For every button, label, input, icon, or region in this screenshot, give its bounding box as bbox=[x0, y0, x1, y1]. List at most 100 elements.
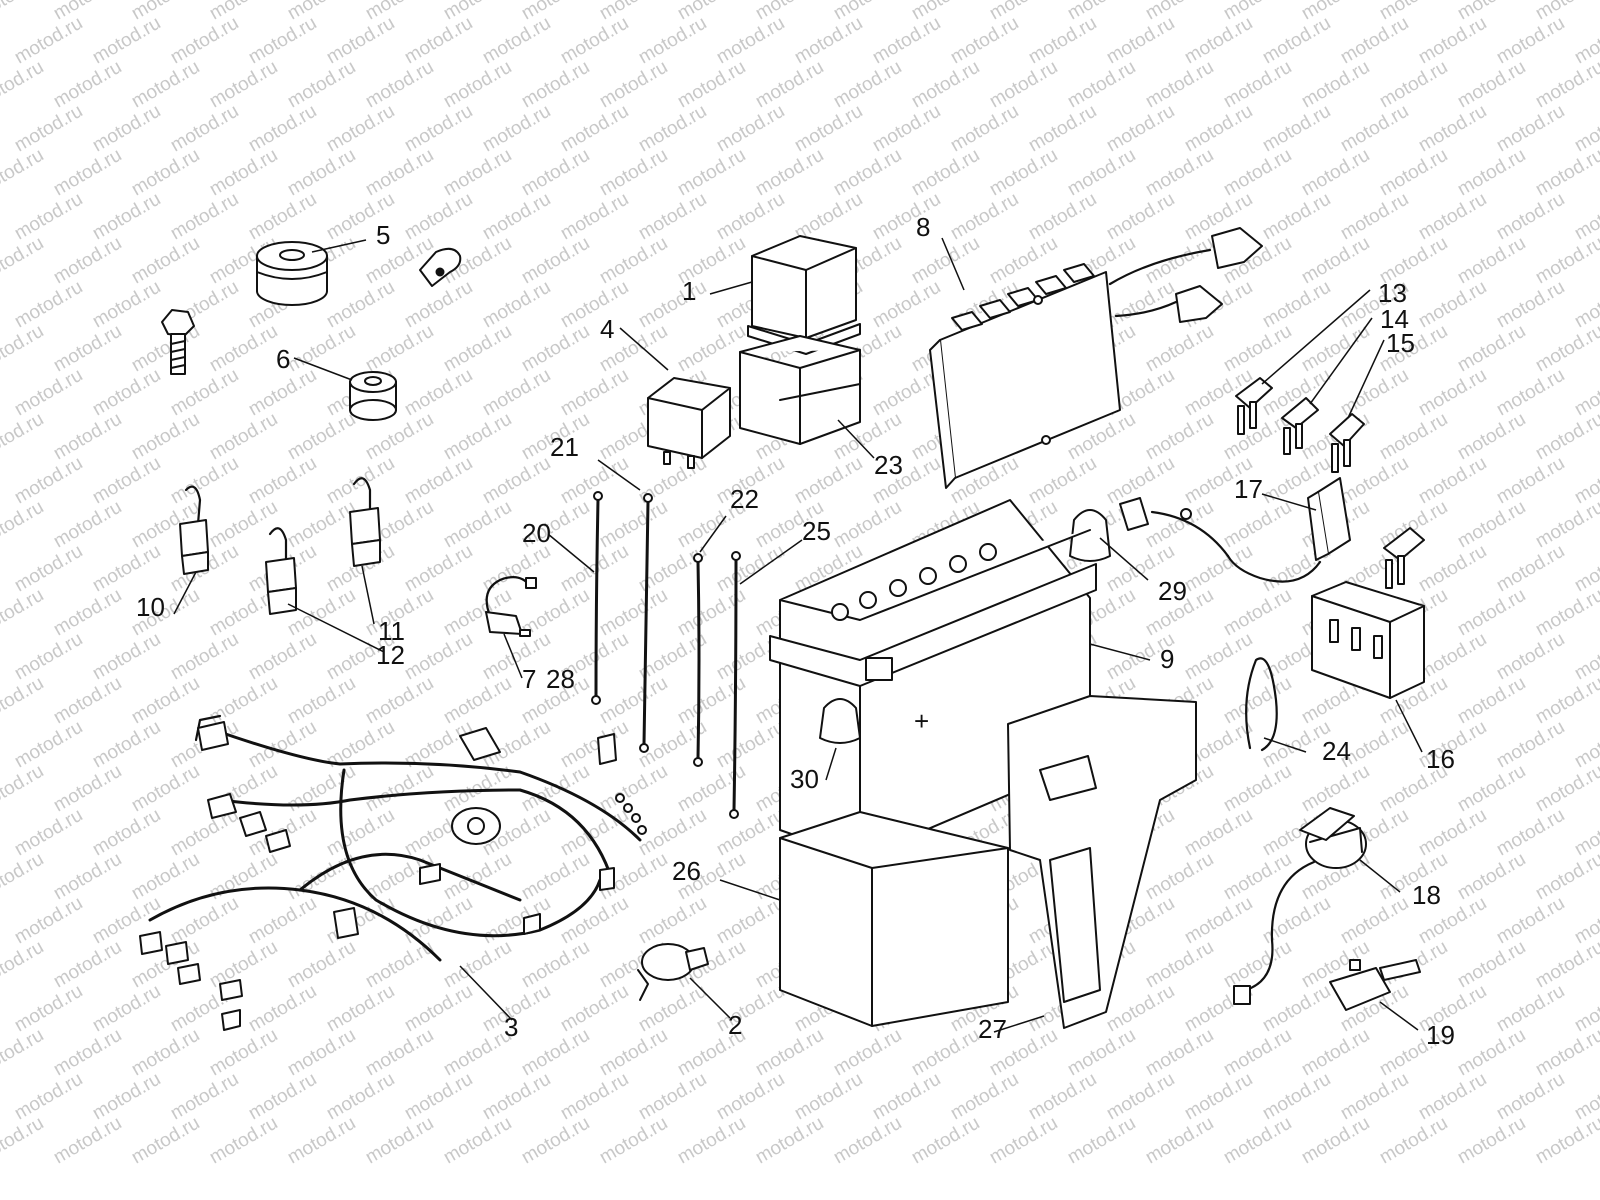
watermark-text: motod.ru bbox=[50, 1113, 125, 1169]
watermark-text: motod.ru bbox=[557, 541, 632, 597]
watermark-text: motod.ru bbox=[1103, 1069, 1178, 1125]
watermark-text: motod.ru bbox=[1454, 761, 1529, 817]
watermark-text: motod.ru bbox=[362, 233, 437, 289]
watermark-text: motod.ru bbox=[1454, 409, 1529, 465]
plug-connector bbox=[1233, 807, 1367, 1005]
watermark-text: motod.ru bbox=[0, 145, 47, 201]
battery-cap bbox=[819, 698, 861, 744]
watermark-text: motod.ru bbox=[947, 13, 1022, 69]
callout-18: 18 bbox=[1412, 880, 1441, 910]
watermark-text: motod.ru bbox=[401, 629, 476, 685]
watermark-text: motod.ru bbox=[1454, 849, 1529, 905]
watermark-text: motod.ru bbox=[128, 1113, 203, 1169]
relay-socket bbox=[739, 335, 861, 445]
watermark-text: motod.ru bbox=[323, 981, 398, 1037]
watermark-text: motod.ru bbox=[1493, 541, 1568, 597]
callout-5: 5 bbox=[376, 220, 390, 250]
watermark-text: motod.ru bbox=[596, 585, 671, 641]
watermark-text: motod.ru bbox=[167, 13, 242, 69]
watermark-text: motod.ru bbox=[1259, 13, 1334, 69]
watermark-text: motod.ru bbox=[557, 13, 632, 69]
watermark-text: motod.ru bbox=[1025, 13, 1100, 69]
watermark-text: motod.ru bbox=[479, 277, 554, 333]
watermark-text: motod.ru bbox=[1220, 145, 1295, 201]
watermark-text: motod.ru bbox=[362, 1025, 437, 1081]
watermark-text: motod.ru bbox=[1220, 761, 1295, 817]
watermark-text: motod.ru bbox=[284, 409, 359, 465]
watermark-text: motod.ru bbox=[557, 101, 632, 157]
watermark-text: motod.ru bbox=[596, 145, 671, 201]
watermark-text: motod.ru bbox=[245, 13, 320, 69]
watermark-text: motod.ru bbox=[518, 937, 593, 993]
callout-15: 15 bbox=[1386, 328, 1415, 358]
watermark-text: motod.ru bbox=[1103, 189, 1178, 245]
callout-23: 23 bbox=[874, 450, 903, 480]
callout-2: 2 bbox=[728, 1010, 742, 1040]
watermark-text: motod.ru bbox=[1415, 365, 1490, 421]
pressure-switch bbox=[637, 943, 709, 1001]
watermark-text: motod.ru bbox=[0, 1025, 47, 1081]
watermark-text: motod.ru bbox=[1220, 849, 1295, 905]
watermark-text: motod.ru bbox=[908, 145, 983, 201]
watermark-text: motod.ru bbox=[479, 453, 554, 509]
watermark-text: motod.ru bbox=[1493, 629, 1568, 685]
watermark-text: motod.ru bbox=[557, 365, 632, 421]
watermark-text: motod.ru bbox=[791, 453, 866, 509]
watermark-text: motod.ru bbox=[245, 629, 320, 685]
watermark-text: motod.ru bbox=[479, 1069, 554, 1125]
watermark-text: motod.ru bbox=[323, 13, 398, 69]
watermark-text: motod.ru bbox=[635, 101, 710, 157]
watermark-text: motod.ru bbox=[1025, 453, 1100, 509]
watermark-text: motod.ru bbox=[89, 453, 164, 509]
watermark-text: motod.ru bbox=[440, 57, 515, 113]
wiring-harness bbox=[139, 714, 647, 1031]
watermark-text: motod.ru bbox=[1259, 981, 1334, 1037]
watermark-text: motod.ru bbox=[1493, 805, 1568, 861]
spare-fuse bbox=[1383, 527, 1425, 589]
watermark-text: motod.ru bbox=[245, 189, 320, 245]
watermark-text: motod.ru bbox=[50, 585, 125, 641]
neutral-switch bbox=[485, 575, 537, 637]
watermark-text: motod.ru bbox=[596, 673, 671, 729]
watermark-text: motod.ru bbox=[128, 57, 203, 113]
watermark-text: motod.ru bbox=[11, 189, 86, 245]
watermark-text: motod.ru bbox=[1454, 233, 1529, 289]
watermark-text: motod.ru bbox=[128, 233, 203, 289]
callout-21: 21 bbox=[550, 432, 579, 462]
watermark-text: motod.ru bbox=[50, 233, 125, 289]
watermark-text: motod.ru bbox=[167, 101, 242, 157]
watermark-text: motod.ru bbox=[1142, 57, 1217, 113]
watermark-text: motod.ru bbox=[635, 1069, 710, 1125]
watermark-text: motod.ru bbox=[206, 1025, 281, 1081]
watermark-text: motod.ru bbox=[518, 145, 593, 201]
watermark-text: motod.ru bbox=[1181, 893, 1256, 949]
watermark-text: motod.ru bbox=[1298, 233, 1373, 289]
watermark-text: motod.ru bbox=[206, 1113, 281, 1169]
watermark-text: motod.ru bbox=[284, 1025, 359, 1081]
watermark-text: motod.ru bbox=[674, 1113, 749, 1169]
watermark-text: motod.ru bbox=[440, 145, 515, 201]
watermark-text: motod.ru bbox=[11, 453, 86, 509]
watermark-text: motod.ru bbox=[284, 673, 359, 729]
watermark-text: motod.ru bbox=[1337, 101, 1412, 157]
callout-3: 3 bbox=[504, 1012, 518, 1042]
watermark-text: motod.ru bbox=[11, 805, 86, 861]
callout-8: 8 bbox=[916, 212, 930, 242]
watermark-text: motod.ru bbox=[50, 145, 125, 201]
watermark-text: motod.ru bbox=[1454, 1113, 1529, 1169]
callout-28: 28 bbox=[546, 664, 575, 694]
watermark-text: motod.ru bbox=[713, 1069, 788, 1125]
watermark-text: motod.ru bbox=[1259, 101, 1334, 157]
watermark-text: motod.ru bbox=[1454, 585, 1529, 641]
watermark-text: motod.ru bbox=[1142, 409, 1217, 465]
watermark-text: motod.ru bbox=[1493, 453, 1568, 509]
watermark-text: motod.ru bbox=[479, 101, 554, 157]
watermark-text: motod.ru bbox=[1415, 629, 1490, 685]
watermark-text: motod.ru bbox=[947, 1069, 1022, 1125]
watermark-text: motod.ru bbox=[1337, 893, 1412, 949]
watermark-text: motod.ru bbox=[1415, 13, 1490, 69]
watermark-text: motod.ru bbox=[89, 981, 164, 1037]
watermark-text: motod.ru bbox=[362, 937, 437, 993]
watermark-text: motod.ru bbox=[869, 277, 944, 333]
watermark-text: motod.ru bbox=[752, 1025, 827, 1081]
